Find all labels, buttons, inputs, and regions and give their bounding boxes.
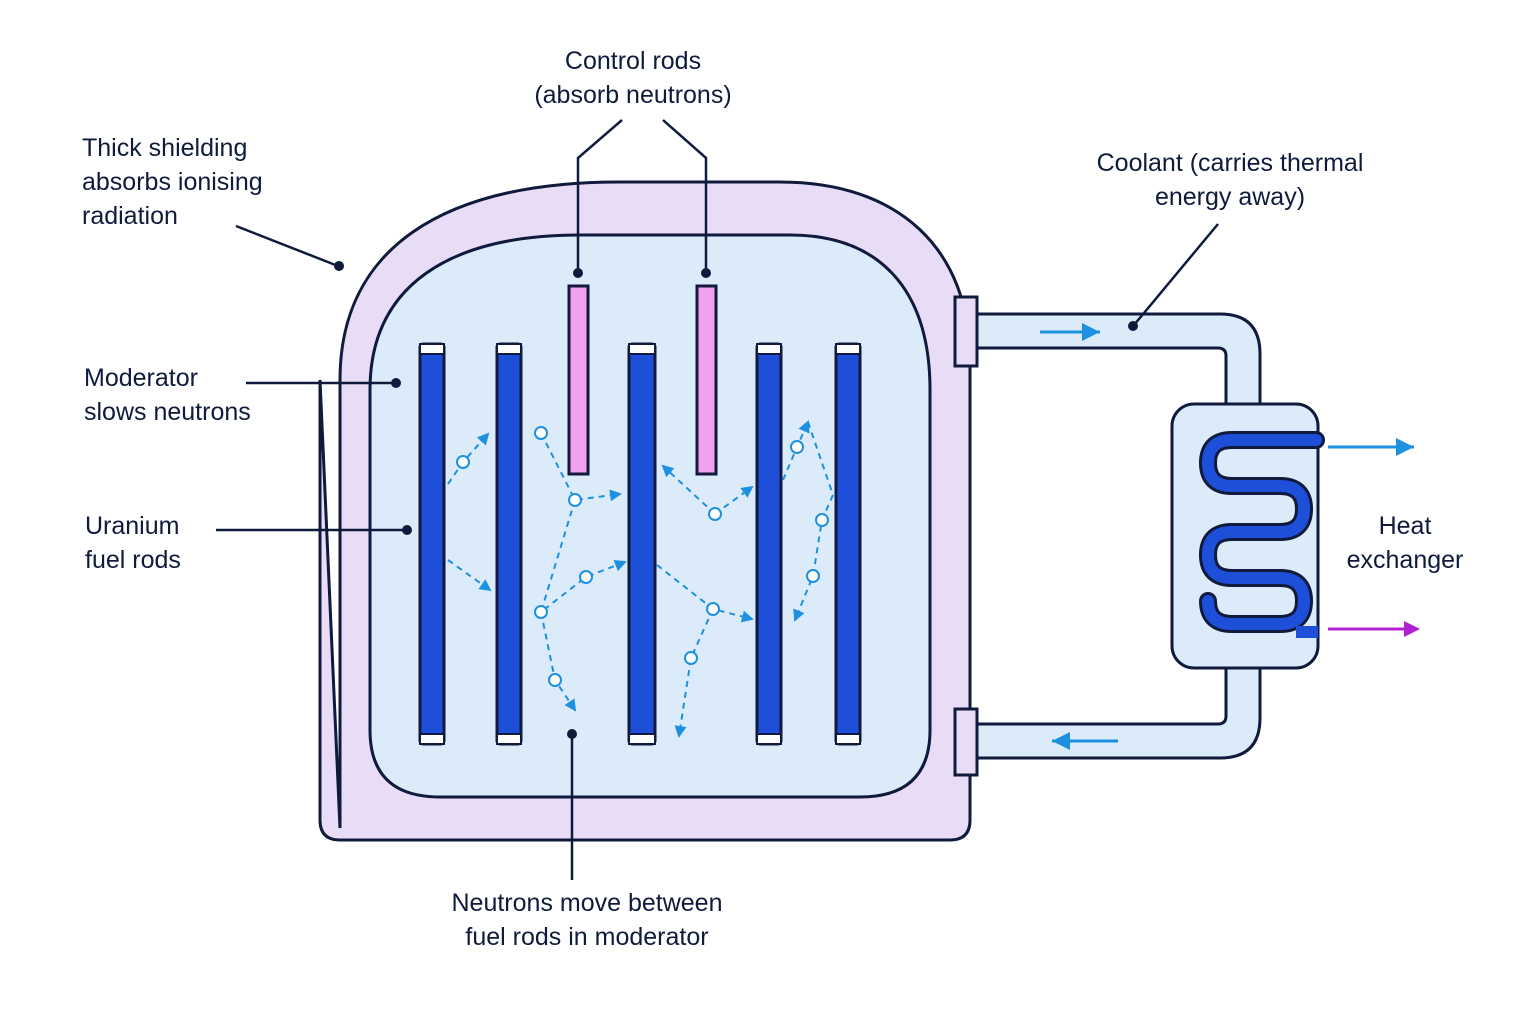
coolant-label: Coolant (carries thermal energy away) <box>1064 146 1396 214</box>
shielding-label-line1: Thick shielding <box>82 134 248 162</box>
fuel-rods-label-line2: fuel rods <box>85 546 181 574</box>
leader-dots <box>334 261 1138 739</box>
coolant-label-line2: energy away) <box>1154 183 1306 211</box>
moderator-label-line2: slows neutrons <box>84 398 251 426</box>
shielding-label-line3: radiation <box>82 202 178 230</box>
heat-exchanger-label: Heat exchanger <box>1330 509 1480 577</box>
shielding-label-line2: absorbs ionising <box>82 168 263 196</box>
neutrons-label: Neutrons move between fuel rods in moder… <box>432 886 742 954</box>
fuel-rods <box>418 342 862 746</box>
fuel-rod <box>627 342 657 746</box>
neutrons-label-line2: fuel rods in moderator <box>465 923 709 951</box>
fuel-rod <box>495 342 523 746</box>
control-rod <box>695 284 718 476</box>
moderator-label-line1: Moderator <box>84 364 198 392</box>
neutron-markers <box>456 426 829 687</box>
coolant-pipe <box>953 295 1262 777</box>
fuel-rod <box>418 342 446 746</box>
control-rod <box>567 284 590 476</box>
control-rods-label: Control rods (absorb neutrons) <box>500 44 766 112</box>
control-rods-label-line2: (absorb neutrons) <box>534 81 732 109</box>
coolant-label-line1: Coolant (carries thermal <box>1096 149 1364 177</box>
leader-lines <box>216 119 1219 880</box>
shielding-label: Thick shielding absorbs ionising radiati… <box>82 131 263 233</box>
neutrons-label-line1: Neutrons move between <box>451 889 723 917</box>
heat-exchanger-label-line1: Heat <box>1378 512 1432 540</box>
fuel-rods-label-line1: Uranium <box>85 512 180 540</box>
moderator-label: Moderator slows neutrons <box>84 361 251 429</box>
fuel-rod <box>834 342 862 746</box>
control-rods-label-line1: Control rods <box>564 47 702 75</box>
fuel-rod <box>755 342 783 746</box>
fuel-rods-label: Uranium fuel rods <box>85 509 181 577</box>
heat-exchanger-label-line2: exchanger <box>1346 546 1464 574</box>
